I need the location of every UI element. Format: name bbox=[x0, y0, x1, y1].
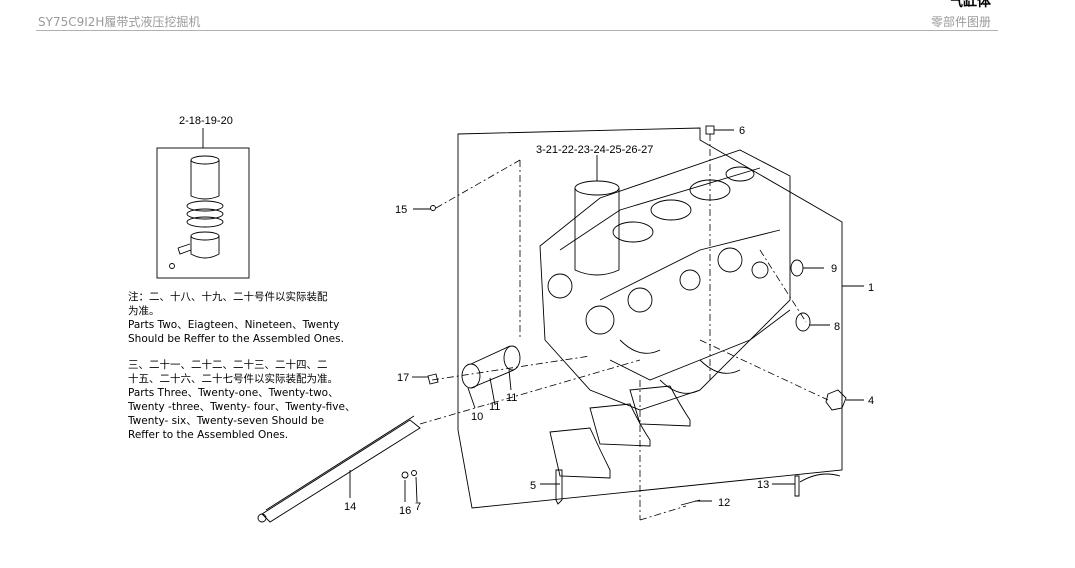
note-line: 三、二十一、二十二、二十三、二十四、二 bbox=[128, 359, 328, 371]
oil-strainer bbox=[257, 415, 421, 523]
note-line: Twenty -three、Twenty- four、Twenty-five、 bbox=[128, 401, 356, 413]
note-parts-2-18-19-20: 注：二、十八、十九、二十号件以实际装配 为准。 Parts Two、Eiagte… bbox=[128, 290, 344, 346]
note-line: Should be Reffer to the Assembled Ones. bbox=[128, 333, 344, 345]
callout-8: 8 bbox=[834, 321, 840, 333]
callout-11-upper: 11 bbox=[506, 392, 517, 404]
piston-inset bbox=[156, 128, 250, 279]
callout-9: 9 bbox=[831, 263, 837, 275]
engine-block bbox=[539, 149, 791, 411]
callout-1: 1 bbox=[868, 282, 874, 294]
callout-16: 16 bbox=[399, 505, 411, 517]
callout-4: 4 bbox=[868, 395, 874, 407]
callout-6: 6 bbox=[739, 125, 745, 137]
callout-13: 13 bbox=[757, 479, 769, 491]
assembly-centerlines bbox=[419, 134, 829, 521]
callout-2-18-19-20: 2-18-19-20 bbox=[179, 115, 233, 127]
note-line: Reffer to the Assembled Ones. bbox=[128, 429, 289, 441]
callout-15: 15 bbox=[395, 204, 407, 216]
callout-10: 10 bbox=[471, 411, 483, 423]
leader-lines bbox=[349, 129, 864, 503]
header-divider bbox=[36, 30, 998, 31]
bearing-caps bbox=[549, 385, 691, 479]
section-title: 气缸体 bbox=[949, 0, 991, 10]
note-parts-3-21-27: 三、二十一、二十二、二十三、二十四、二 十五、二十六、二十七号件以实际装配为准。… bbox=[128, 358, 355, 442]
note-line: Parts Three、Twenty-one、Twenty-two、 bbox=[128, 387, 339, 399]
callout-7: 7 bbox=[415, 501, 421, 513]
note-line: 注：二、十八、十九、二十号件以实际装配 bbox=[128, 291, 328, 303]
small-parts bbox=[401, 125, 847, 506]
note-line: Parts Two、Eiagteen、Nineteen、Twenty bbox=[128, 319, 340, 331]
sleeve bbox=[461, 345, 521, 389]
callout-3-21-27: 3-21-22-23-24-25-26-27 bbox=[536, 144, 653, 156]
note-line: 为准。 bbox=[128, 305, 160, 317]
callout-14: 14 bbox=[344, 501, 356, 513]
block-frame-outline bbox=[457, 127, 843, 509]
catalog-label: 零部件图册 bbox=[931, 15, 992, 29]
callout-11-lower: 11 bbox=[489, 401, 500, 413]
callout-5: 5 bbox=[530, 480, 536, 492]
note-line: Twenty- six、Twenty-seven Should be bbox=[128, 415, 325, 427]
model-title: SY75C9I2H履带式液压挖掘机 bbox=[38, 15, 201, 29]
callout-12: 12 bbox=[718, 497, 730, 509]
note-line: 十五、二十六、二十七号件以实际装配为准。 bbox=[128, 373, 338, 385]
callout-17: 17 bbox=[397, 372, 409, 384]
